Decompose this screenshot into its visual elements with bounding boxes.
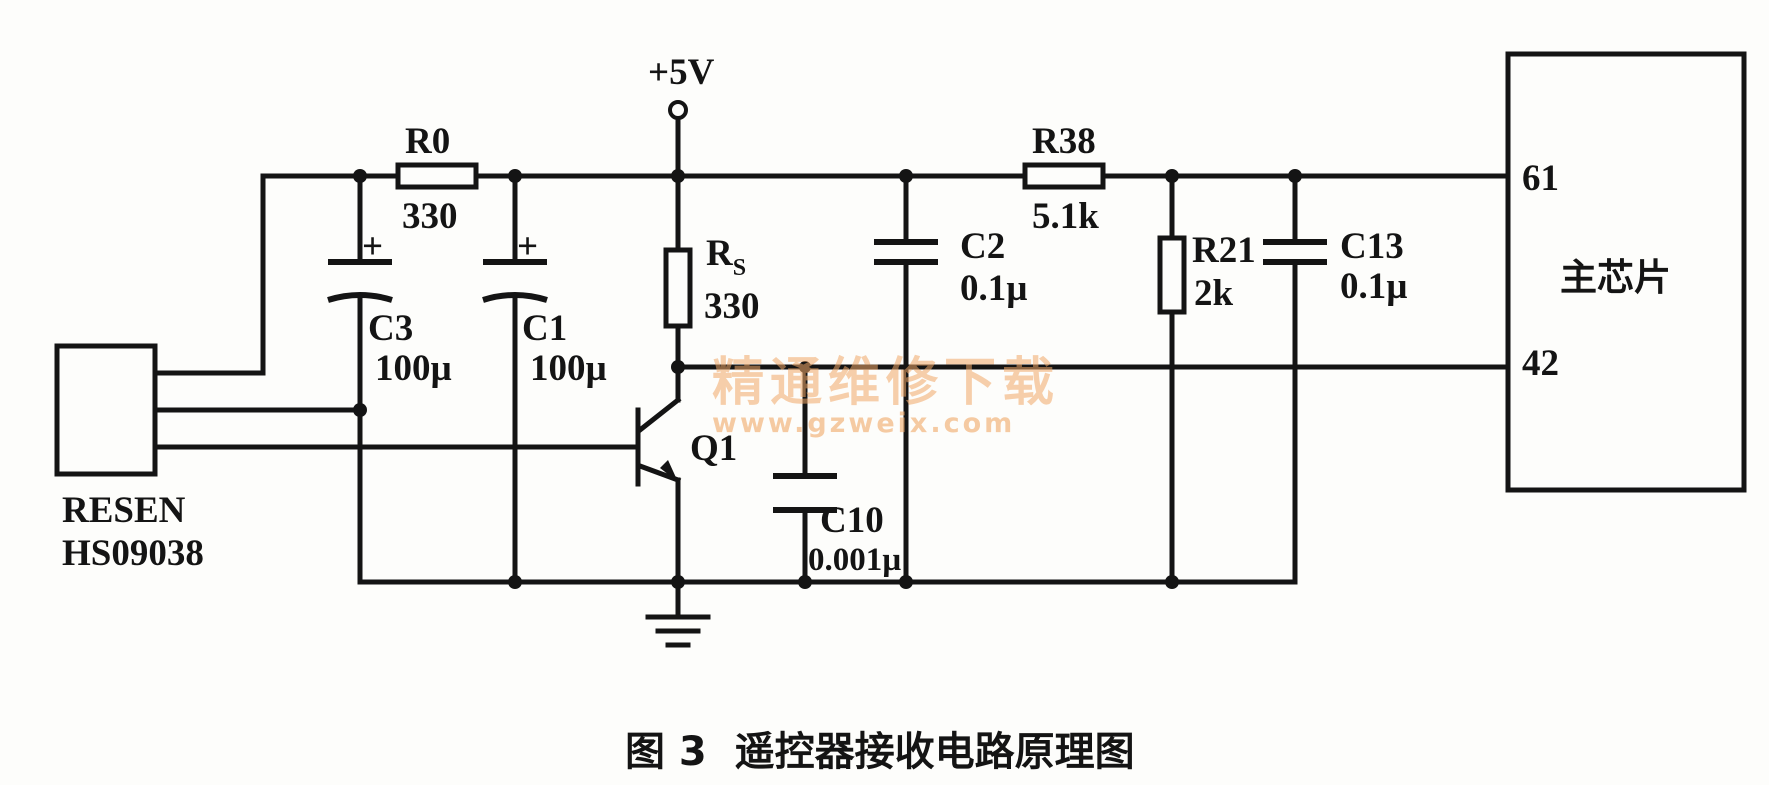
c13-name: C13 (1340, 226, 1404, 267)
junction-dots (353, 169, 1302, 589)
c1-name: C1 (522, 308, 567, 349)
figure-caption: 图 3 遥控器接收电路原理图 (625, 729, 1135, 775)
c10-name: C10 (820, 500, 884, 541)
c3-name: C3 (368, 308, 413, 349)
c3-value: 100µ (375, 348, 452, 389)
resistor-r21: R21 2k (1157, 230, 1256, 315)
r21-value: 2k (1194, 273, 1234, 314)
wires (152, 115, 1511, 618)
watermark-text: 精通维修下载 (712, 353, 1060, 413)
receiver-label-line1: RESEN (62, 490, 186, 531)
ir-receiver-module: RESEN HS09038 (54, 343, 204, 574)
power-label: +5V (648, 52, 715, 93)
chip-pin-61: 61 (1522, 158, 1559, 199)
r21-name: R21 (1192, 230, 1256, 271)
watermark: 精通维修下载 www.gzweix.com (712, 353, 1060, 439)
ground-symbol (645, 614, 711, 648)
resistor-rs: RS 330 (663, 233, 760, 329)
capacitor-c10: C10 0.001µ (773, 473, 901, 578)
r0-value: 330 (402, 196, 458, 237)
r0-name: R0 (405, 121, 450, 162)
c2-name: C2 (960, 226, 1005, 267)
capacitor-c1: + C1 100µ (482, 226, 607, 389)
main-chip: 61 42 主芯片 (1505, 51, 1747, 493)
capacitor-c13: C13 0.1µ (1263, 226, 1408, 307)
r38-value: 5.1k (1032, 196, 1099, 237)
resistor-r0: R0 330 (395, 121, 479, 237)
chip-label: 主芯片 (1560, 256, 1671, 299)
c13-value: 0.1µ (1340, 266, 1408, 307)
r38-name: R38 (1032, 121, 1096, 162)
c3-polarity: + (362, 226, 383, 267)
q1-name: Q1 (690, 428, 737, 469)
c2-value: 0.1µ (960, 268, 1028, 309)
capacitor-c2: C2 0.1µ (874, 226, 1028, 309)
c1-polarity: + (517, 226, 538, 267)
power-terminal: +5V (648, 52, 715, 120)
capacitor-c3: + C3 100µ (327, 226, 452, 389)
watermark-url: www.gzweix.com (712, 408, 1015, 439)
rs-name: RS (706, 233, 746, 281)
transistor-q1: Q1 (635, 396, 737, 487)
c10-value: 0.001µ (808, 542, 901, 578)
chip-pin-42: 42 (1522, 343, 1559, 384)
receiver-label-line2: HS09038 (62, 533, 204, 574)
c1-value: 100µ (530, 348, 607, 389)
resistor-r38: R38 5.1k (1022, 121, 1106, 237)
rs-value: 330 (704, 286, 760, 327)
